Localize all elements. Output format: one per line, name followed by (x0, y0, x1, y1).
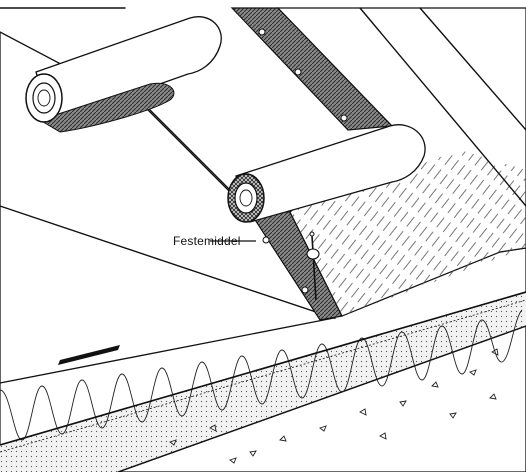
membrane-roll-right (227, 124, 426, 223)
fastener-screw (306, 231, 320, 301)
membrane-roll-left (25, 16, 222, 133)
aggregate-marks (169, 348, 499, 464)
label-festemiddel: Festemiddel (173, 234, 241, 248)
fastener-holes (258, 28, 348, 294)
callout-festemiddel: Festemiddel (173, 234, 256, 248)
roof-surface (0, 7, 126, 472)
